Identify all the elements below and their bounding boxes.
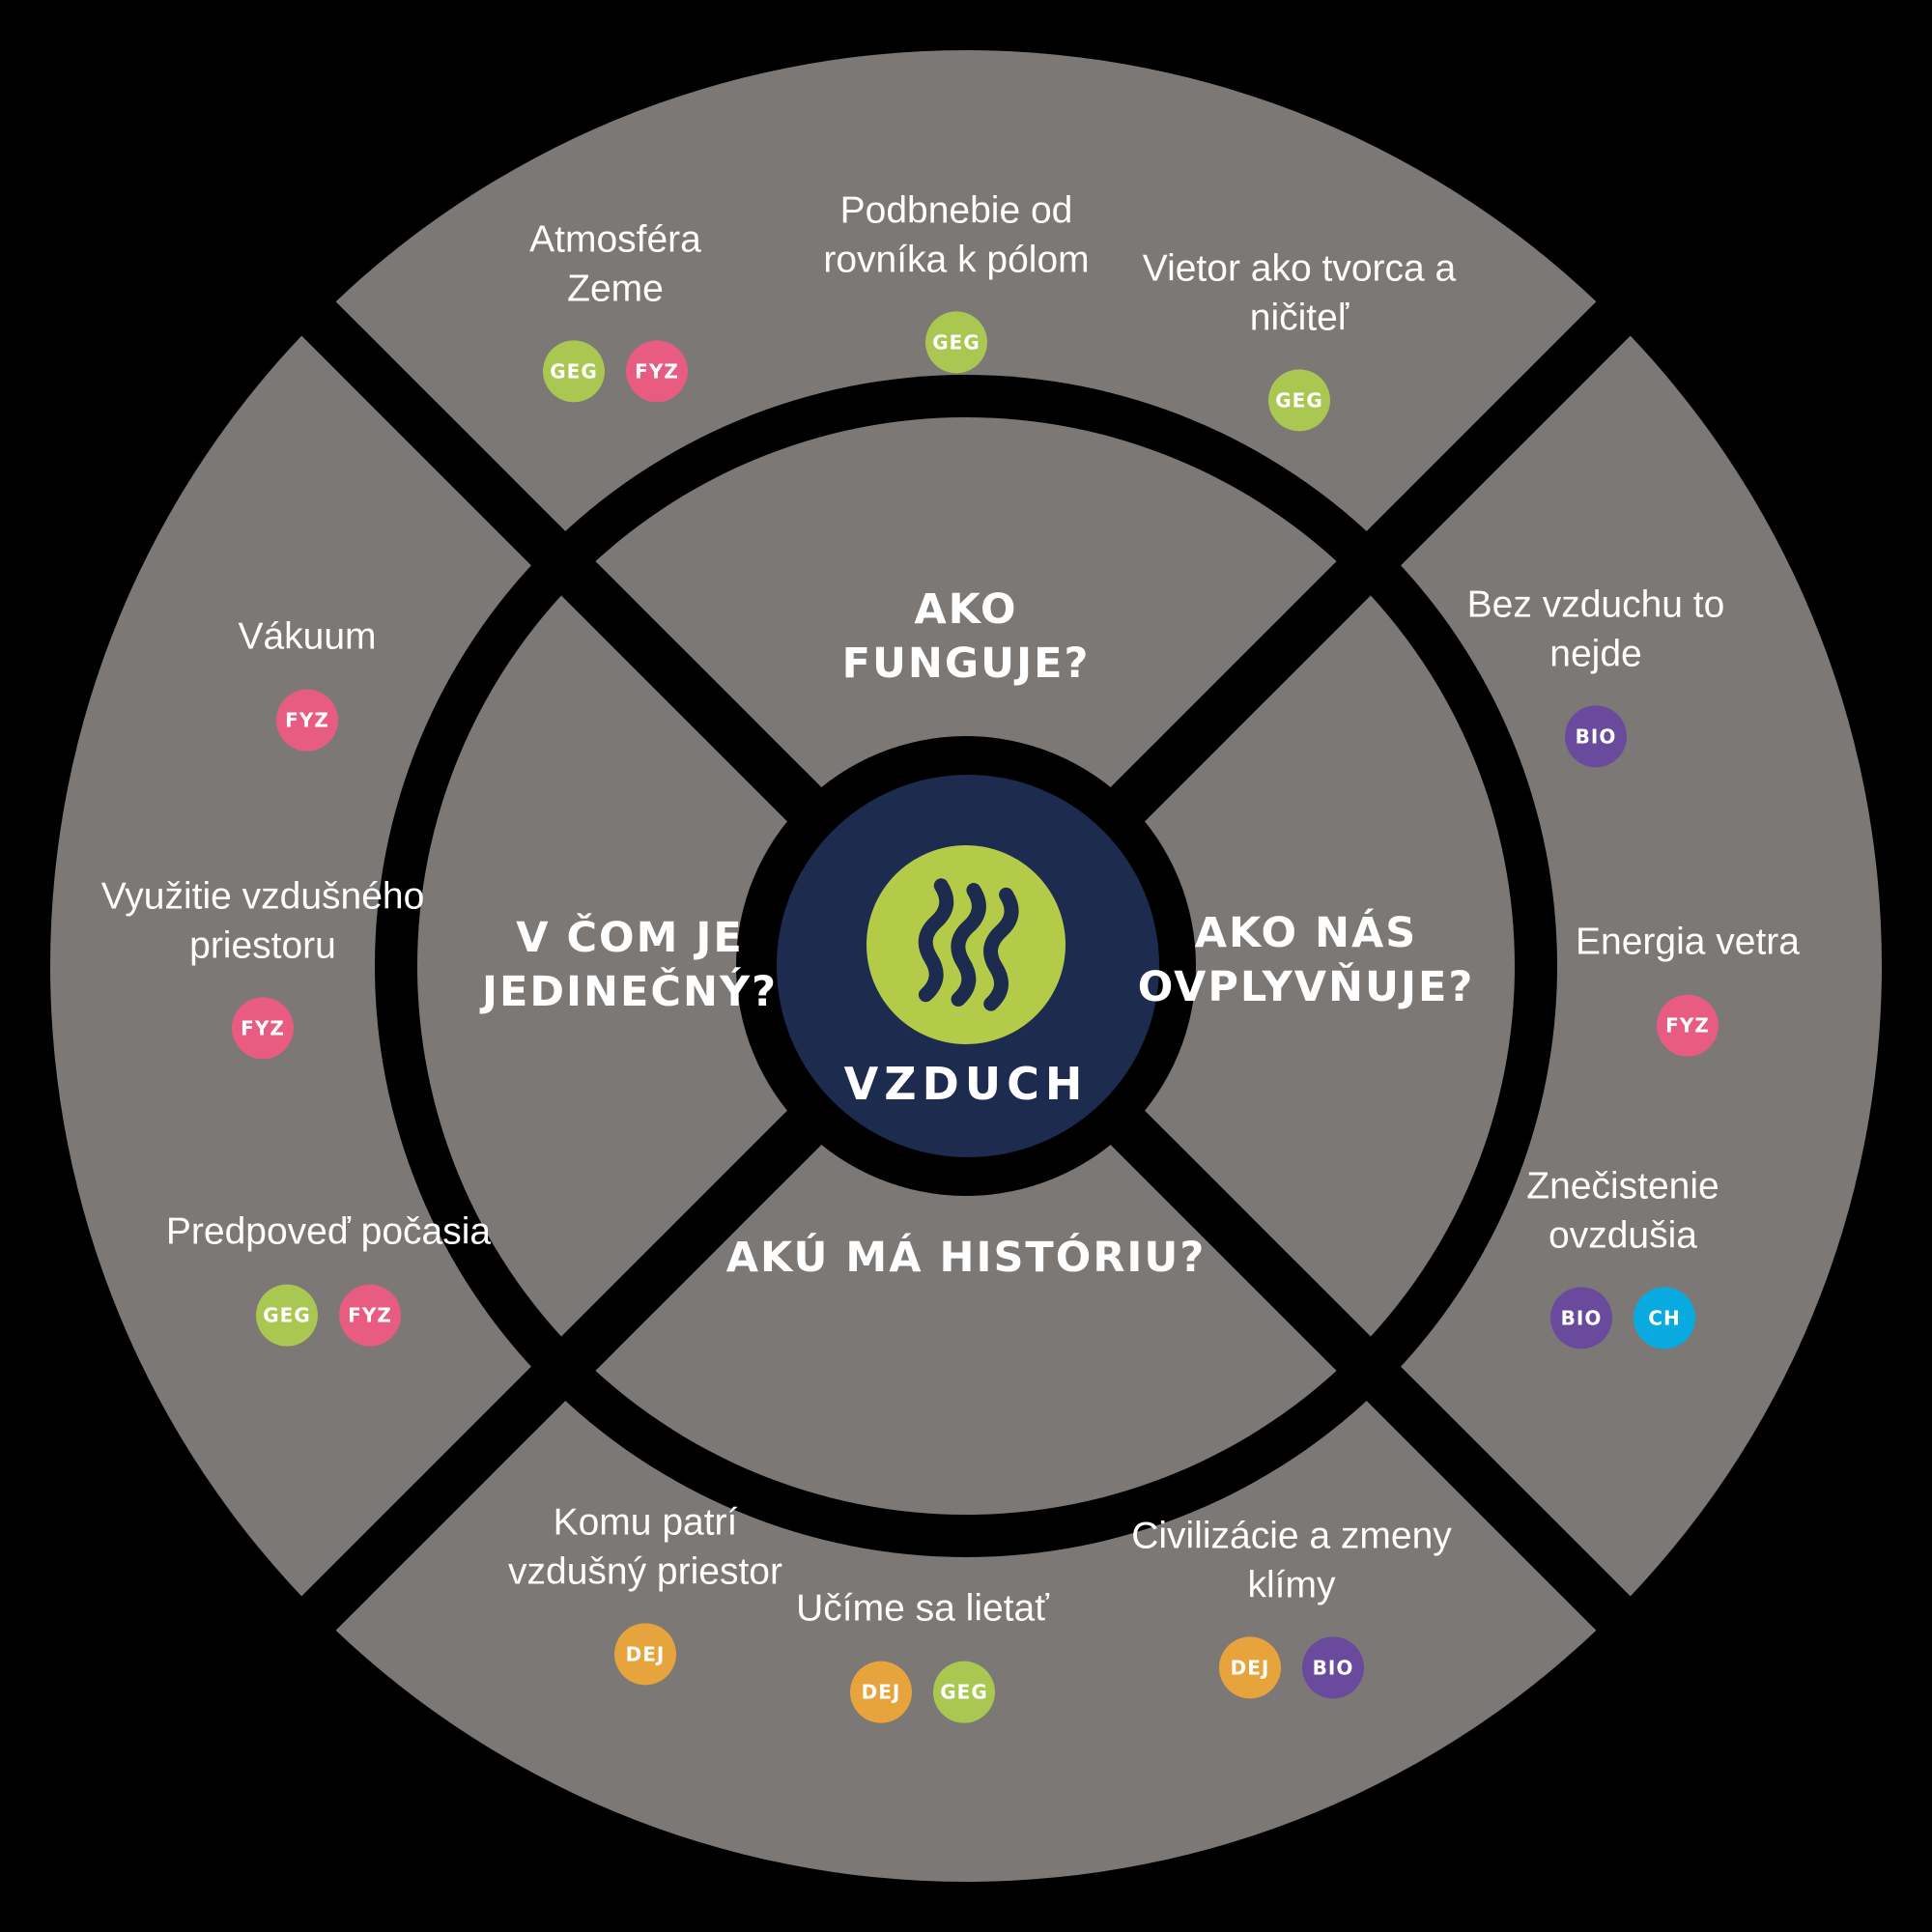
subject-badge-dej: DEJ	[1219, 1636, 1281, 1699]
topic-badge-row: DEJ	[614, 1623, 676, 1686]
topic-badge-row: BIO	[1565, 705, 1627, 768]
topic-badge-row: BIO CH	[1550, 1287, 1695, 1350]
subject-badge-fyz: FYZ	[339, 1284, 401, 1347]
subject-badge-dej: DEJ	[850, 1661, 912, 1723]
topic-badge-row: FYZ	[276, 689, 338, 752]
subject-badge-geg: GEG	[543, 340, 605, 403]
question-line: AKO	[914, 585, 1018, 635]
topic-label: Vietor ako tvorca a ničiteľ	[1142, 247, 1457, 338]
subject-badge-geg: GEG	[925, 311, 987, 374]
question-line: V ČOM JE	[516, 914, 744, 963]
topic-label: Energia vetra	[1576, 921, 1800, 963]
subject-badge-bio: BIO	[1302, 1636, 1364, 1699]
subject-badge-fyz: FYZ	[276, 689, 338, 752]
center-title: VZDUCH	[843, 1058, 1089, 1110]
topic-badge-row: GEG	[1268, 369, 1330, 432]
subject-badge-fyz: FYZ	[626, 340, 688, 403]
question-line: AKO NÁS	[1194, 909, 1418, 958]
topic-label: Predpoveď počasia	[165, 1210, 492, 1253]
question-line: FUNGUJE?	[841, 639, 1091, 688]
question-bottom: AKÚ MÁ HISTÓRIU?	[726, 1232, 1207, 1286]
subject-badge-bio: BIO	[1565, 705, 1627, 768]
subject-badge-fyz: FYZ	[1657, 994, 1719, 1057]
subject-badge-geg: GEG	[1268, 369, 1330, 432]
topic-badge-row: DEJ GEG	[850, 1661, 995, 1723]
topic-label: Bez vzduchu to nejde	[1466, 583, 1725, 674]
question-line: JEDINEČNÝ?	[481, 968, 779, 1016]
topic-badge-row: DEJ BIO	[1219, 1636, 1364, 1699]
question-right: AKO NÁS OVPLYVŇUJE?	[1138, 907, 1475, 1015]
topic-label: Komu patrí vzdušný priestor	[508, 1501, 782, 1592]
topic-badge-row: GEG FYZ	[543, 340, 688, 403]
question-left: V ČOM JE JEDINEČNÝ?	[482, 912, 778, 1020]
topic-label: Znečistenie ovzdušia	[1526, 1165, 1719, 1256]
topic-label: Civilizácie a zmeny klímy	[1131, 1515, 1452, 1605]
subject-badge-geg: GEG	[256, 1284, 318, 1347]
topic-badge-row: FYZ	[232, 997, 294, 1060]
topic-badge-row: GEG FYZ	[256, 1284, 401, 1347]
subject-badge-ch: CH	[1634, 1287, 1695, 1350]
subject-badge-bio: BIO	[1550, 1287, 1612, 1350]
topic-label: Využitie vzdušného priestoru	[100, 875, 425, 966]
air-waves-icon	[918, 878, 1019, 1011]
question-line: OVPLYVŇUJE?	[1137, 963, 1475, 1011]
topic-label: Učíme sa lietať	[796, 1587, 1049, 1630]
topic-badge-row: FYZ	[1657, 994, 1719, 1057]
subject-badge-fyz: FYZ	[232, 997, 294, 1060]
subject-badge-geg: GEG	[933, 1661, 995, 1723]
subject-badge-dej: DEJ	[614, 1623, 676, 1686]
topic-badge-row: GEG	[925, 311, 987, 374]
topic-label: Podbnebie od rovníka k pólom	[823, 189, 1090, 280]
topic-label: Atmosféra Zeme	[529, 218, 701, 309]
air-medallion	[867, 845, 1065, 1044]
topic-label: Vákuum	[238, 615, 377, 658]
question-line: AKÚ MÁ HISTÓRIU?	[725, 1234, 1207, 1283]
